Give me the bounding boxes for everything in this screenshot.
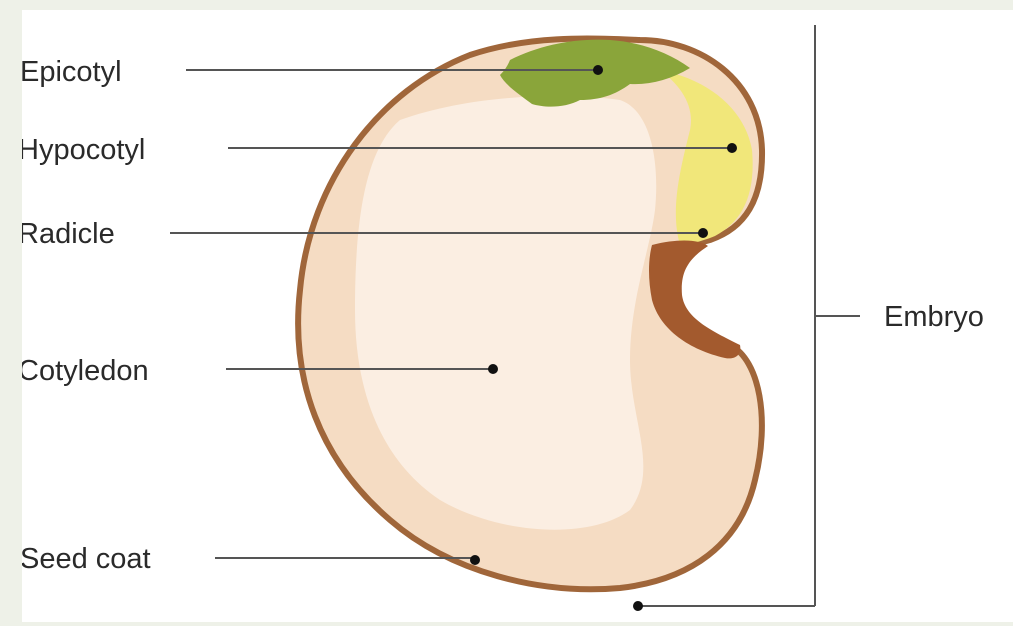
dot-hypocotyl bbox=[727, 143, 737, 153]
dot-cotyledon bbox=[488, 364, 498, 374]
label-embryo: Embryo bbox=[884, 301, 984, 333]
label-hypocotyl: Hypocotyl bbox=[18, 134, 145, 166]
dot-radicle bbox=[698, 228, 708, 238]
label-radicle: Radicle bbox=[18, 218, 115, 250]
label-cotyledon: Cotyledon bbox=[18, 355, 149, 387]
dot-embryo bbox=[633, 601, 643, 611]
label-seed-coat: Seed coat bbox=[20, 543, 151, 575]
dot-epicotyl bbox=[593, 65, 603, 75]
dot-seed-coat bbox=[470, 555, 480, 565]
label-epicotyl: Epicotyl bbox=[20, 56, 122, 88]
